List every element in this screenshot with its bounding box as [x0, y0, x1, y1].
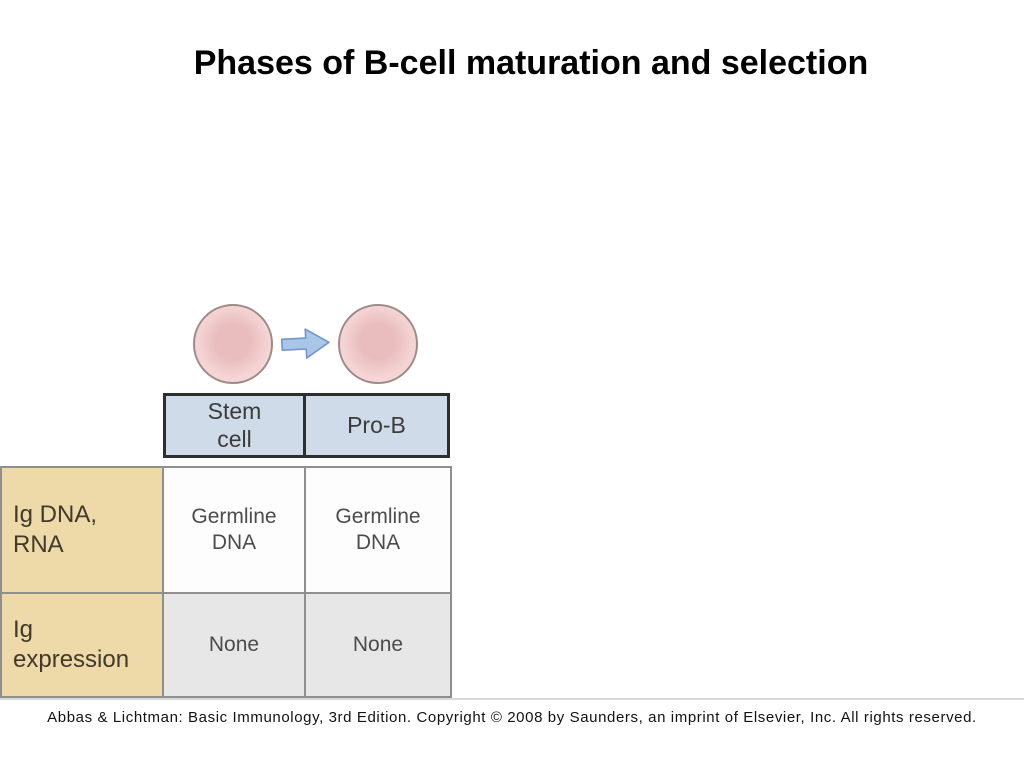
table-cell-prob-ig-dna: Germline DNA — [306, 468, 452, 594]
copyright-credit: Abbas & Lichtman: Basic Immunology, 3rd … — [47, 709, 977, 726]
feature-table: Ig DNA, RNA Germline DNA Germline DNA Ig… — [0, 466, 452, 698]
stage-header-row: Stem cell Pro-B — [163, 393, 450, 458]
figure-bottom-rule — [0, 698, 1024, 700]
table-cell-stem-ig-dna: Germline DNA — [164, 468, 306, 594]
stage-header-stem-cell: Stem cell — [163, 393, 306, 458]
pro-b-cell-icon — [338, 304, 418, 384]
stem-cell-icon — [193, 304, 273, 384]
stage-header-pro-b: Pro-B — [303, 393, 450, 458]
row-label-ig-dna-rna: Ig DNA, RNA — [2, 468, 164, 594]
slide-title: Phases of B-cell maturation and selectio… — [193, 44, 869, 82]
table-cell-prob-ig-expression: None — [306, 594, 452, 698]
arrow-right-icon — [280, 326, 332, 362]
table-cell-stem-ig-expression: None — [164, 594, 306, 698]
row-label-ig-expression: Ig expression — [2, 594, 164, 698]
